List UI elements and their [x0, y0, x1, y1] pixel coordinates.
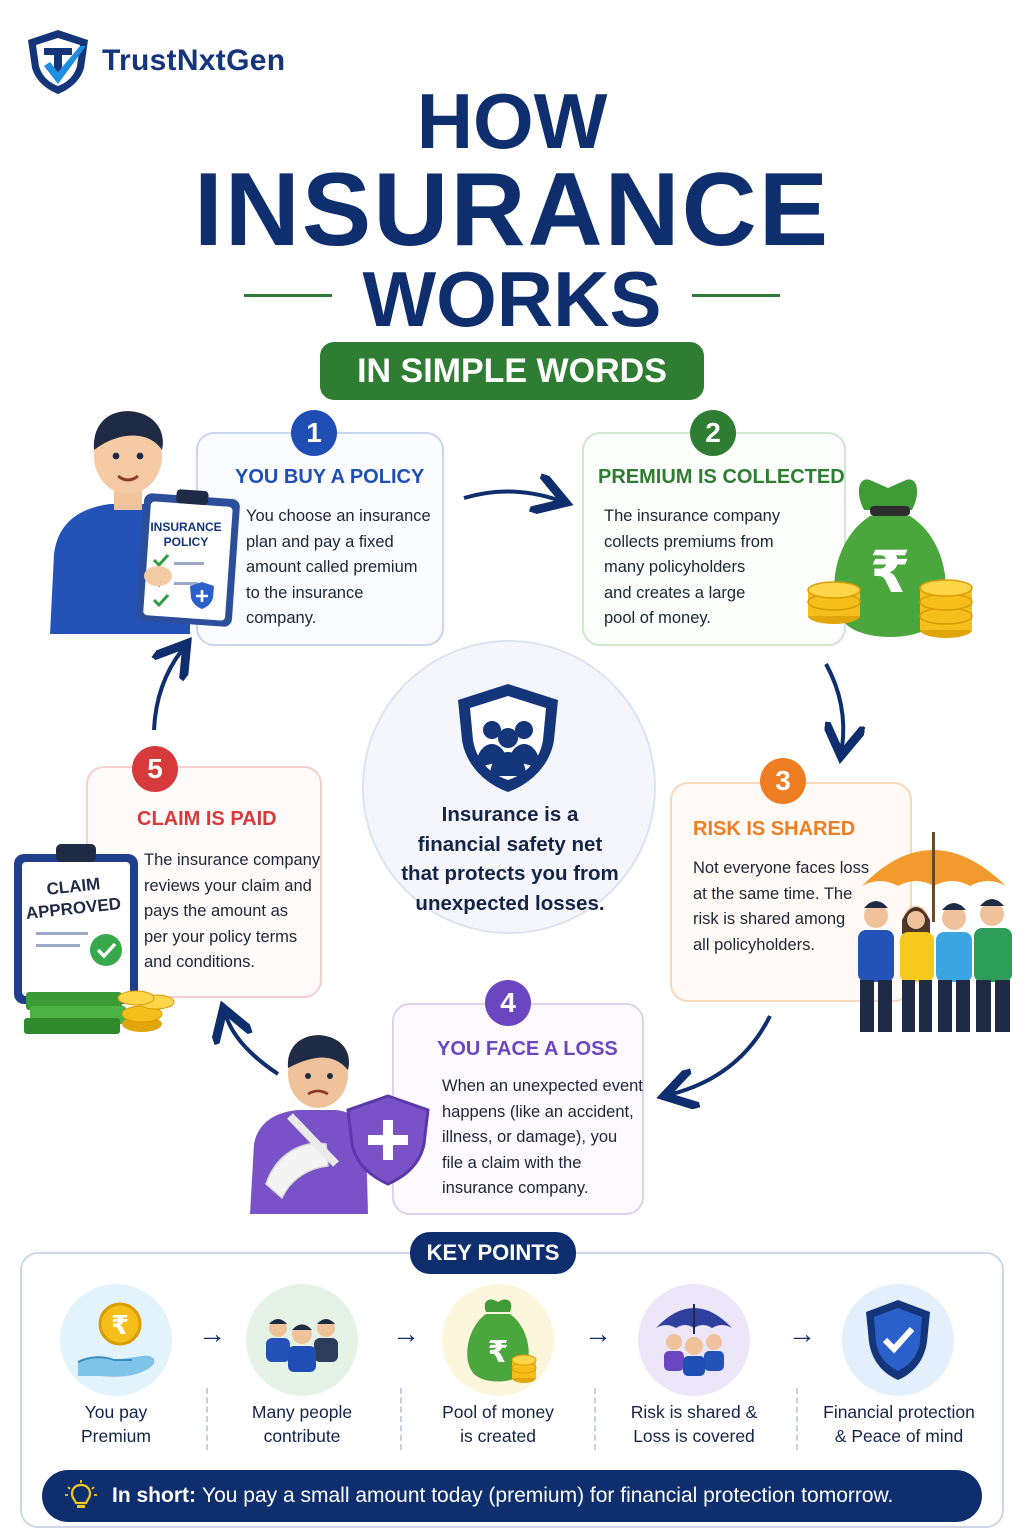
step-3-number: 3: [760, 758, 806, 804]
kp-arrow-2: →: [392, 1318, 420, 1349]
kp-3-circle: ₹: [442, 1284, 554, 1396]
step-4-number: 4: [485, 980, 531, 1026]
svg-text:₹: ₹: [111, 1311, 129, 1341]
summary-label: In short:: [112, 1484, 196, 1507]
title-rule-left: [244, 294, 332, 297]
arrow-5-to-1: [154, 650, 182, 731]
step-4-card: [392, 1003, 644, 1215]
step-5-title: CLAIM IS PAID: [137, 808, 277, 830]
person-b: [900, 906, 934, 1032]
title-line-3: WORKS: [362, 255, 662, 343]
person-a: [858, 901, 894, 1032]
key-points-title: KEY POINTS: [410, 1232, 576, 1274]
arrow-2-to-3: [826, 663, 843, 748]
kp-4-label: Risk is shared &Loss is covered: [630, 1402, 758, 1446]
kp-divider-3: [594, 1388, 596, 1450]
arrow-1-to-2: [463, 491, 558, 500]
title-line-1: HOW: [416, 77, 608, 165]
kp-4-circle: [638, 1284, 750, 1396]
injured-person-illustration: [250, 1035, 430, 1214]
step-3-title: RISK IS SHARED: [693, 818, 856, 840]
people-group-icon: [266, 1319, 338, 1372]
title-rule-right: [692, 294, 780, 297]
claim-approved-illustration: CLAIM APPROVED: [14, 844, 175, 1034]
kp-arrow-4: →: [788, 1318, 816, 1349]
policy-doc-line1: INSURANCE: [150, 520, 221, 534]
person-policy-illustration: INSURANCE POLICY: [50, 411, 240, 634]
kp-5-circle: [842, 1284, 954, 1396]
kp-divider-1: [206, 1388, 208, 1450]
money-bag-icon: ₹: [467, 1299, 537, 1383]
coins-pile: [117, 990, 175, 1032]
title-line-2: INSURANCE: [193, 152, 831, 268]
arrow-3-to-4: [672, 1015, 772, 1094]
kp-divider-4: [796, 1388, 798, 1450]
step-2-title: PREMIUM IS COLLECTED: [598, 466, 845, 488]
flow-arrows: [0, 0, 1024, 1240]
kp-1-circle: ₹: [60, 1284, 172, 1396]
umbrella-group-illustration: [858, 832, 1012, 1032]
summary-text: You pay a small amount today (premium) f…: [202, 1484, 894, 1507]
arrow-4-to-5: [226, 1016, 280, 1076]
summary-bar: In short: You pay a small amount today (…: [42, 1470, 982, 1522]
rupee-symbol: ₹: [870, 538, 910, 606]
step-2-number: 2: [690, 410, 736, 456]
step-1-number: 1: [291, 410, 337, 456]
person-d: [974, 899, 1012, 1032]
cash-stack: [24, 992, 126, 1034]
brand-name: TrustNxtGen: [102, 44, 286, 77]
hand-coin-icon: ₹: [77, 1302, 155, 1377]
shield-check-icon: [866, 1300, 930, 1380]
brand-logo: TrustNxtGen: [22, 26, 285, 96]
svg-text:₹: ₹: [488, 1335, 509, 1370]
kp-divider-2: [400, 1388, 402, 1450]
subtitle-badge: IN SIMPLE WORDS: [320, 342, 704, 400]
step-5-number: 5: [132, 746, 178, 792]
shield-family-icon: [458, 684, 558, 792]
kp-arrow-3: →: [584, 1318, 612, 1349]
step-1-title: YOU BUY A POLICY: [235, 466, 425, 488]
coin-stack-right: [919, 579, 973, 638]
step-4-title: YOU FACE A LOSS: [437, 1038, 618, 1060]
kp-2-circle: [246, 1284, 358, 1396]
step-2-card: [582, 432, 846, 646]
shield-logo-icon: [28, 30, 88, 94]
money-bag-coins-illustration: ₹: [807, 479, 973, 638]
kp-5-label: Financial protection& Peace of mind: [823, 1402, 975, 1446]
lightbulb-icon: [65, 1480, 97, 1508]
umbrella-people-icon: [656, 1304, 732, 1376]
kp-arrow-1: →: [198, 1318, 226, 1349]
coin-stack-left: [807, 581, 861, 624]
policy-doc-line2: POLICY: [164, 535, 209, 549]
person-c: [936, 903, 972, 1032]
